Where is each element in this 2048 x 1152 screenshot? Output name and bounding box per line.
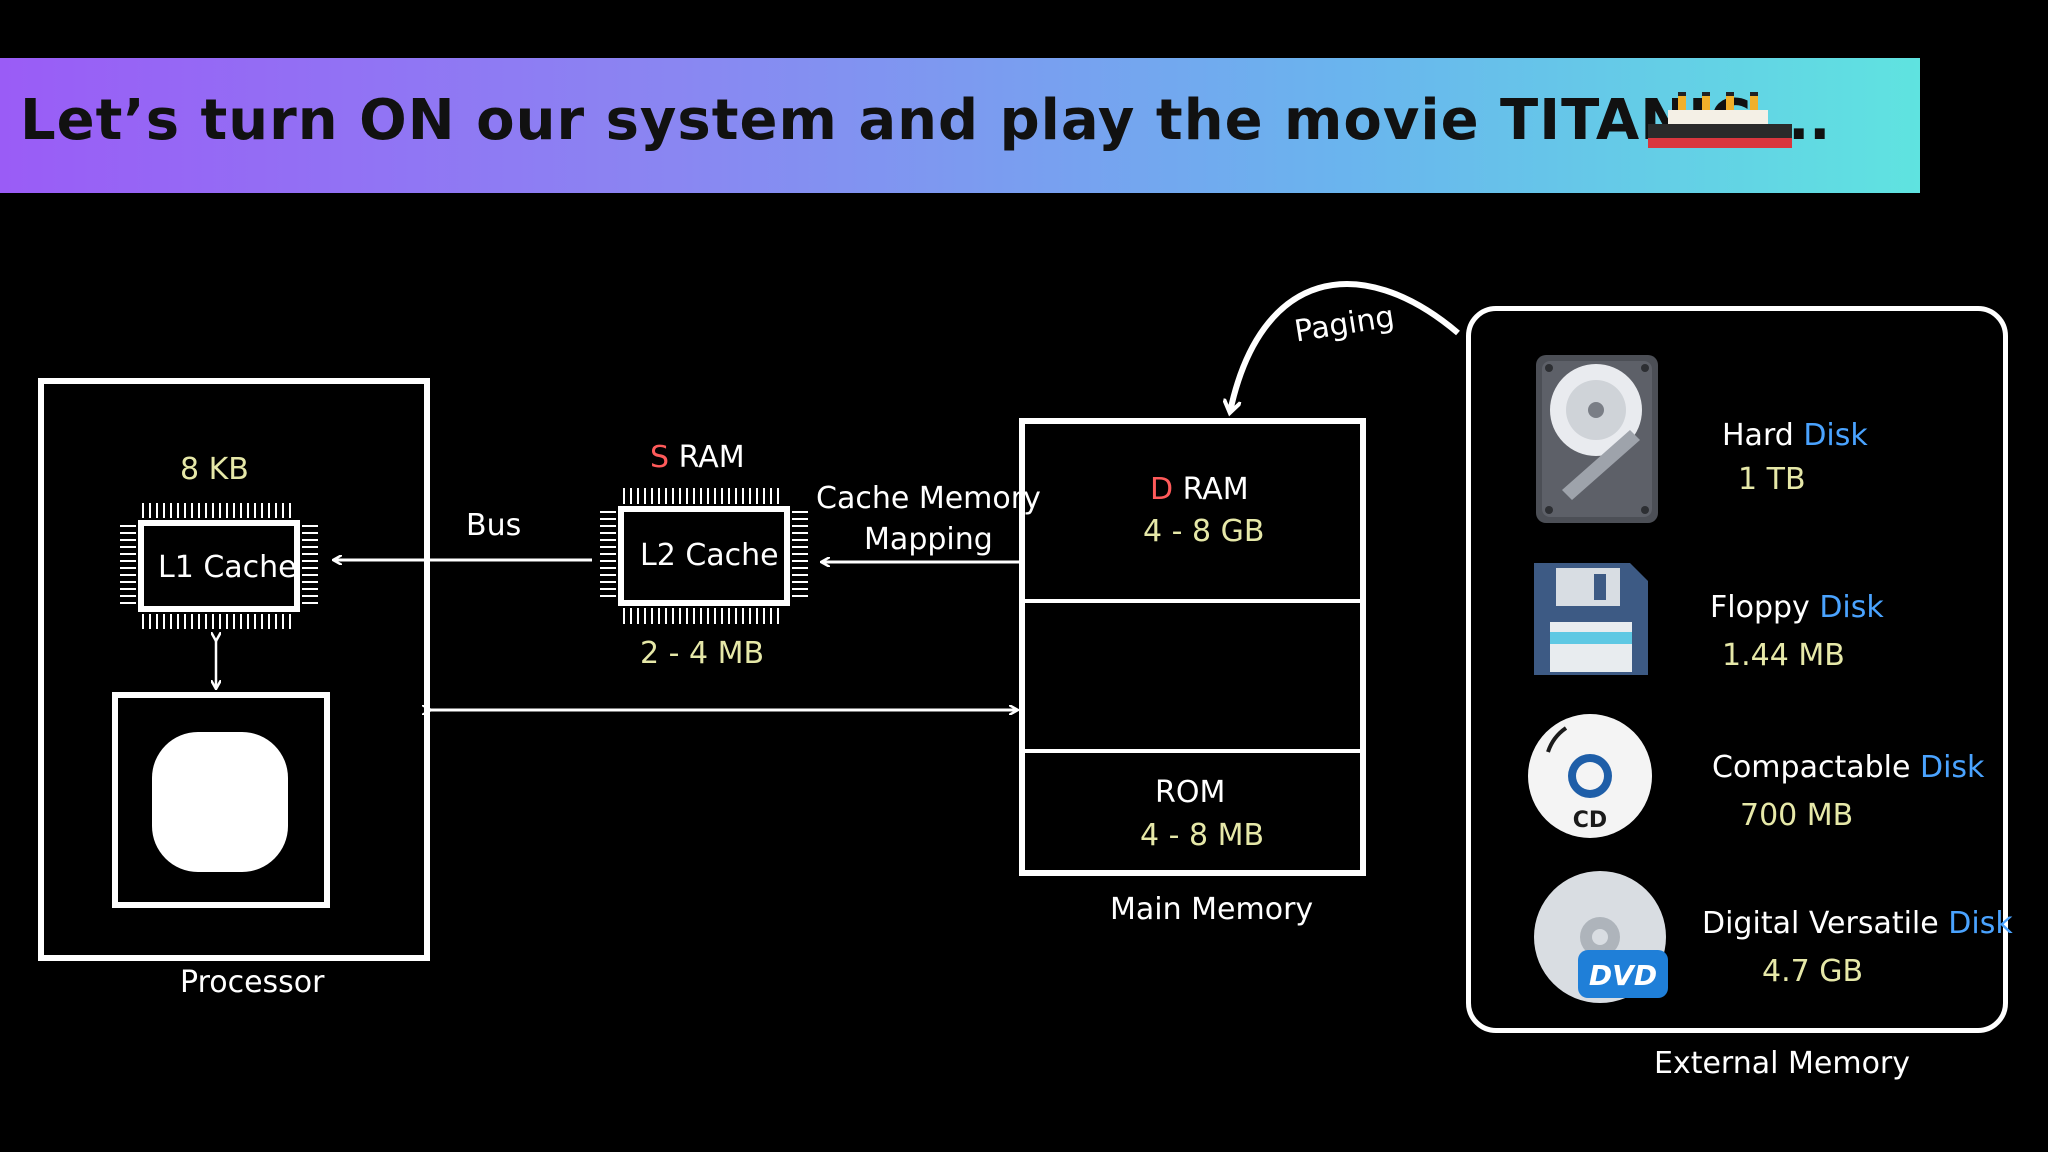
main-memory-divider-2 [1022,749,1363,753]
external-memory-box [1466,306,2008,1033]
ship-icon [1648,92,1792,148]
processor-label: Processor [180,965,325,1000]
sram-label: S RAM [650,440,745,475]
bus-label: Bus [466,508,522,543]
l1-cache-label: L1 Cache [158,550,297,585]
floppy-disk-icon [1534,563,1648,675]
rom-size: 4 - 8 MB [1140,818,1265,853]
l2-chip-pins [600,488,808,624]
l1-chip-pins [120,503,318,629]
main-memory-divider-1 [1022,599,1363,603]
dram-size: 4 - 8 GB [1143,514,1265,549]
l1-cache-chip [138,520,300,612]
device-hard-disk-name: Hard Disk [1722,418,1868,453]
hard-disk-icon [1536,355,1658,523]
cache-mapping-label: Cache Memory Mapping [816,481,1041,557]
dvd-icon: DVD [1534,871,1668,1003]
cpu-core-box [112,692,330,908]
l1-size: 8 KB [180,452,249,487]
rom-label: ROM [1155,775,1226,810]
device-dvd-name: Digital Versatile Disk [1702,906,2013,941]
dram-label: D RAM [1150,472,1249,507]
device-floppy-disk-size: 1.44 MB [1722,638,1845,673]
l2-cache-chip [618,506,790,606]
l2-cache-label: L2 Cache [640,538,779,573]
external-memory-label: External Memory [1654,1046,1911,1081]
svg-text:DVD: DVD [1589,959,1657,992]
main-memory-box [1019,418,1366,876]
device-hard-disk-size: 1 TB [1738,462,1806,497]
device-dvd-size: 4.7 GB [1762,954,1864,989]
main-memory-label: Main Memory [1110,892,1314,927]
processor-box [38,378,430,961]
banner-title: Let’s turn ON our system and play the mo… [20,88,1832,153]
device-cd-size: 700 MB [1740,798,1854,833]
cpu-core-icon [152,732,288,872]
title-banner: Let’s turn ON our system and play the mo… [0,58,1920,193]
device-floppy-disk-name: Floppy Disk [1710,590,1884,625]
device-cd-name: Compactable Disk [1712,750,1985,785]
l2-size: 2 - 4 MB [640,636,765,671]
paging-arrow [1230,281,1460,412]
svg-text:CD: CD [1573,808,1607,833]
cd-icon: CD [1528,714,1652,838]
